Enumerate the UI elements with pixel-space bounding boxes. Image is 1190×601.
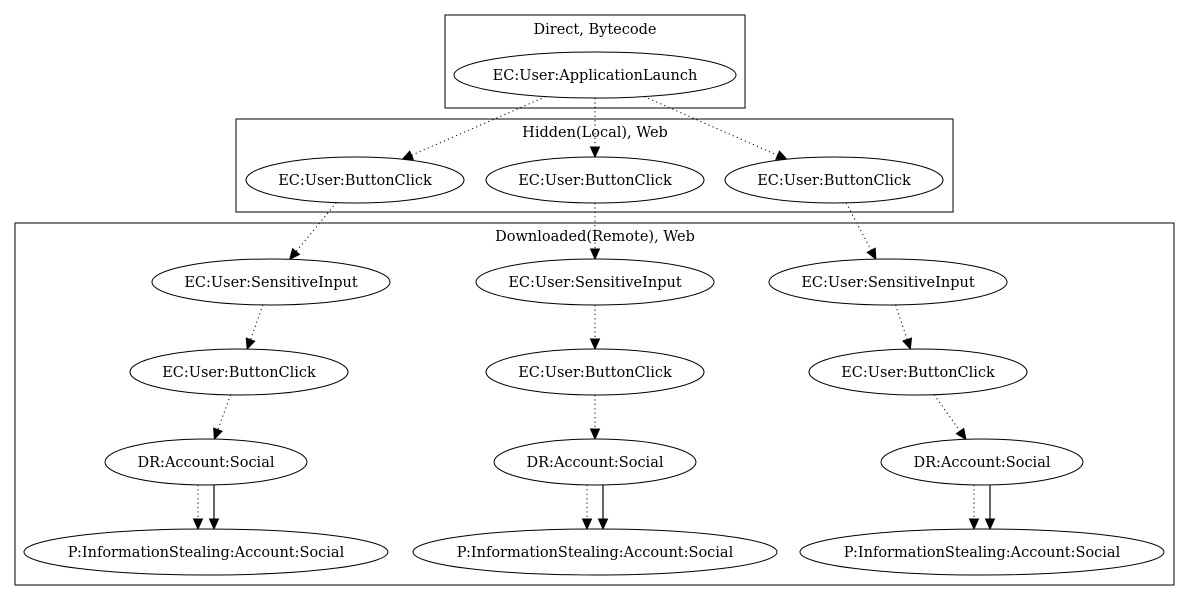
arrowhead-launch-to-h3-dotted xyxy=(775,150,788,160)
arrowhead-d1-to-p1-dotted xyxy=(192,518,204,531)
node-b2-label: EC:User:ButtonClick xyxy=(518,365,672,381)
node-b1-label: EC:User:ButtonClick xyxy=(162,365,316,381)
node-h2[interactable]: EC:User:ButtonClick xyxy=(485,156,705,204)
node-p3-label: P:InformationStealing:Account:Social xyxy=(844,545,1121,561)
node-h1[interactable]: EC:User:ButtonClick xyxy=(245,156,465,204)
node-d1-label: DR:Account:Social xyxy=(138,455,275,471)
arrowhead-b1-to-d1-dotted xyxy=(213,427,223,441)
node-h2-label: EC:User:ButtonClick xyxy=(518,173,672,189)
node-s2-label: EC:User:SensitiveInput xyxy=(508,275,681,291)
node-h1-label: EC:User:ButtonClick xyxy=(278,173,432,189)
arrowhead-launch-to-h2-dotted xyxy=(589,146,601,159)
node-launch-shape xyxy=(453,51,737,99)
node-p1-shape xyxy=(23,528,389,576)
cluster-downloaded-label: Downloaded(Remote), Web xyxy=(495,229,695,245)
arrowhead-h3-to-s3-dotted xyxy=(866,247,877,261)
arrowhead-d1-to-p1-solid xyxy=(208,518,220,531)
arrowhead-d3-to-p3-solid xyxy=(984,518,996,531)
edge-b3-to-d3-dotted xyxy=(933,394,961,432)
node-p1[interactable]: P:InformationStealing:Account:Social xyxy=(23,528,389,576)
cluster-hidden-label: Hidden(Local), Web xyxy=(522,125,668,141)
node-b2-shape xyxy=(485,348,705,396)
node-d3-label: DR:Account:Social xyxy=(914,455,1051,471)
node-d2[interactable]: DR:Account:Social xyxy=(493,438,697,486)
edge-s3-to-b3-dotted xyxy=(895,304,908,340)
node-p1-label: P:InformationStealing:Account:Social xyxy=(68,545,345,561)
node-p3-shape xyxy=(799,528,1165,576)
cluster-downloaded-box xyxy=(14,222,1175,586)
node-b2[interactable]: EC:User:ButtonClick xyxy=(485,348,705,396)
arrowhead-s3-to-b3-dotted xyxy=(902,337,913,351)
node-d2-label: DR:Account:Social xyxy=(527,455,664,471)
node-p2[interactable]: P:InformationStealing:Account:Social xyxy=(412,528,778,576)
arrowhead-h1-to-s1-dotted xyxy=(288,247,301,261)
arrowhead-launch-to-h1-dotted xyxy=(401,150,415,160)
arrowhead-b3-to-d3-dotted xyxy=(955,427,967,441)
node-s3-label: EC:User:SensitiveInput xyxy=(801,275,974,291)
node-b1-shape xyxy=(129,348,349,396)
arrowhead-d2-to-p2-dotted xyxy=(581,518,593,531)
node-d3-shape xyxy=(880,438,1084,486)
node-h3-shape xyxy=(724,156,944,204)
edge-h3-to-s3-dotted xyxy=(845,202,872,251)
node-launch-label: EC:User:ApplicationLaunch xyxy=(493,68,698,84)
arrowhead-s1-to-b1-dotted xyxy=(245,337,256,351)
node-launch[interactable]: EC:User:ApplicationLaunch xyxy=(453,51,737,99)
node-d2-shape xyxy=(493,438,697,486)
node-p2-shape xyxy=(412,528,778,576)
cluster-downloaded: Downloaded(Remote), Web xyxy=(14,222,1175,586)
arrowhead-b2-to-d2-dotted xyxy=(589,428,601,441)
node-b3-shape xyxy=(808,348,1028,396)
node-b3-label: EC:User:ButtonClick xyxy=(841,365,995,381)
node-h1-shape xyxy=(245,156,465,204)
edge-h1-to-s1-dotted xyxy=(295,202,337,252)
node-p3[interactable]: P:InformationStealing:Account:Social xyxy=(799,528,1165,576)
arrowhead-d3-to-p3-dotted xyxy=(968,518,980,531)
node-s1-label: EC:User:SensitiveInput xyxy=(184,275,357,291)
node-d1[interactable]: DR:Account:Social xyxy=(104,438,308,486)
node-d3[interactable]: DR:Account:Social xyxy=(880,438,1084,486)
edge-s1-to-b1-dotted xyxy=(250,304,264,340)
edge-b1-to-d1-dotted xyxy=(217,394,232,430)
node-h2-shape xyxy=(485,156,705,204)
node-d1-shape xyxy=(104,438,308,486)
node-s1[interactable]: EC:User:SensitiveInput xyxy=(151,258,391,306)
arrowhead-s2-to-b2-dotted xyxy=(589,338,601,351)
arrowhead-h2-to-s2-dotted xyxy=(589,248,601,261)
arrowhead-d2-to-p2-solid xyxy=(597,518,609,531)
node-s3[interactable]: EC:User:SensitiveInput xyxy=(768,258,1008,306)
node-s2-shape xyxy=(475,258,715,306)
node-h3-label: EC:User:ButtonClick xyxy=(757,173,911,189)
cluster-direct-label: Direct, Bytecode xyxy=(534,22,657,38)
node-b3[interactable]: EC:User:ButtonClick xyxy=(808,348,1028,396)
node-p2-label: P:InformationStealing:Account:Social xyxy=(457,545,734,561)
node-h3[interactable]: EC:User:ButtonClick xyxy=(724,156,944,204)
node-s2[interactable]: EC:User:SensitiveInput xyxy=(475,258,715,306)
node-b1[interactable]: EC:User:ButtonClick xyxy=(129,348,349,396)
node-s1-shape xyxy=(151,258,391,306)
node-s3-shape xyxy=(768,258,1008,306)
